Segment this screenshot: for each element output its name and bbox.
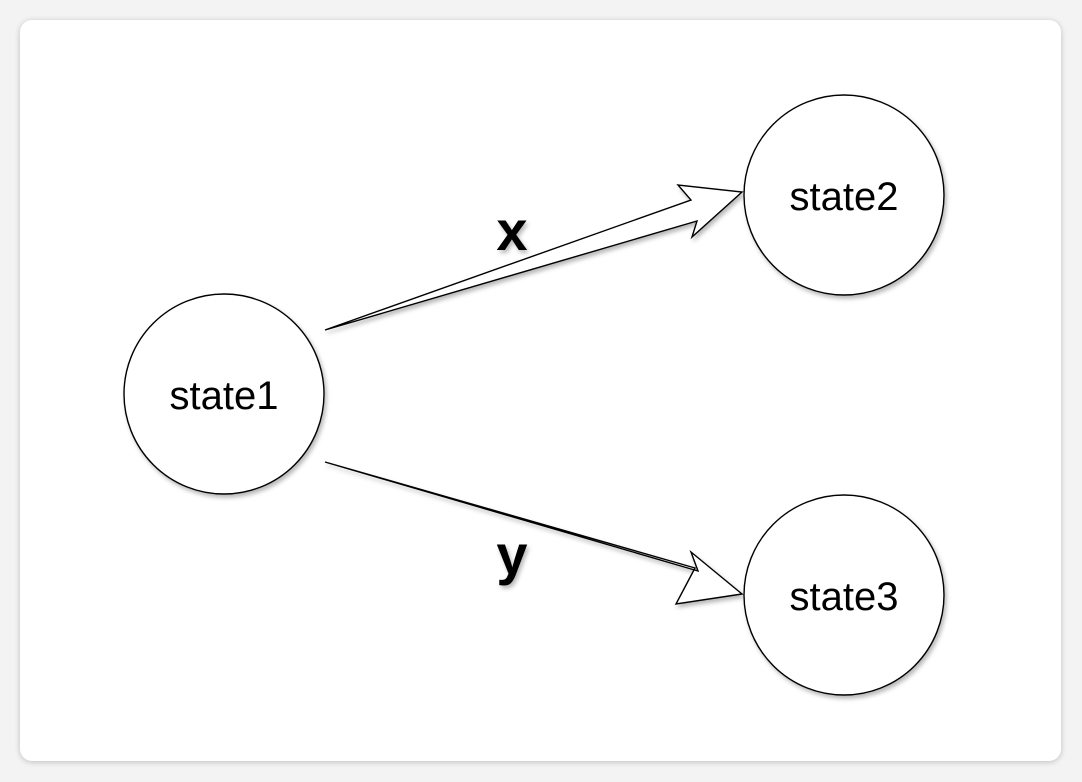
edge-state1-to-state2[interactable] <box>324 184 744 331</box>
edge-state1-to-state3[interactable] <box>324 461 744 605</box>
node-state1-label: state1 <box>170 374 279 418</box>
edge-label-x: x <box>496 199 527 262</box>
node-state3[interactable]: state3 <box>743 494 945 696</box>
arrow-y[interactable] <box>324 461 744 605</box>
node-state1-circle[interactable] <box>123 293 325 495</box>
arrow-x[interactable] <box>324 184 744 331</box>
node-state2-label: state2 <box>790 175 899 219</box>
node-state3-label: state3 <box>790 575 899 619</box>
node-state3-circle[interactable] <box>743 494 945 696</box>
node-state1[interactable]: state1 <box>123 293 325 495</box>
edge-label-y: y <box>496 523 527 586</box>
node-state2[interactable]: state2 <box>743 94 945 296</box>
node-state2-circle[interactable] <box>743 94 945 296</box>
